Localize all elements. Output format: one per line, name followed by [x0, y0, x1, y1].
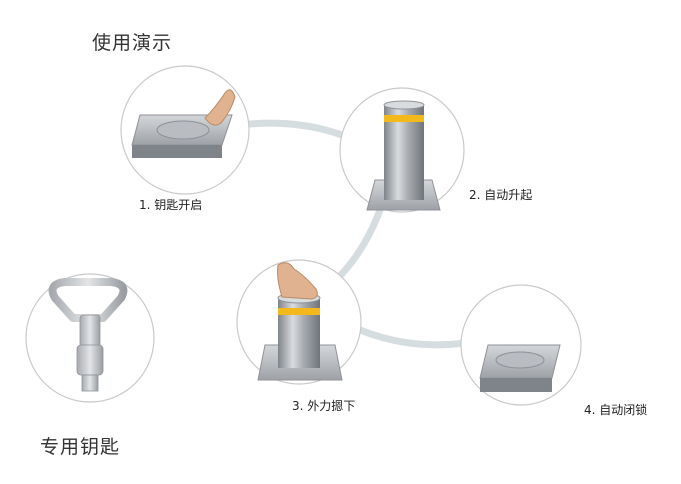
- key-title: 专用钥匙: [40, 436, 121, 458]
- step-2-illustration: [339, 87, 465, 213]
- step-4-label: 4. 自动闭锁: [584, 403, 648, 417]
- connector-3-4: [358, 326, 466, 349]
- key-icon: [48, 278, 128, 392]
- step-4-illustration: [460, 284, 582, 406]
- step-3-label: 3. 外力摁下: [292, 399, 356, 413]
- step-1-illustration: [120, 65, 250, 195]
- hand-icon: [204, 89, 236, 126]
- page-title: 使用演示: [92, 32, 173, 54]
- bollard-icon: [383, 100, 425, 200]
- connector-1-2: [239, 119, 352, 142]
- step-3-illustration: [236, 259, 362, 385]
- step-2-label: 2. 自动升起: [469, 188, 533, 202]
- step-1-label: 1. 钥匙开启: [139, 198, 203, 212]
- key-illustration: [25, 273, 155, 403]
